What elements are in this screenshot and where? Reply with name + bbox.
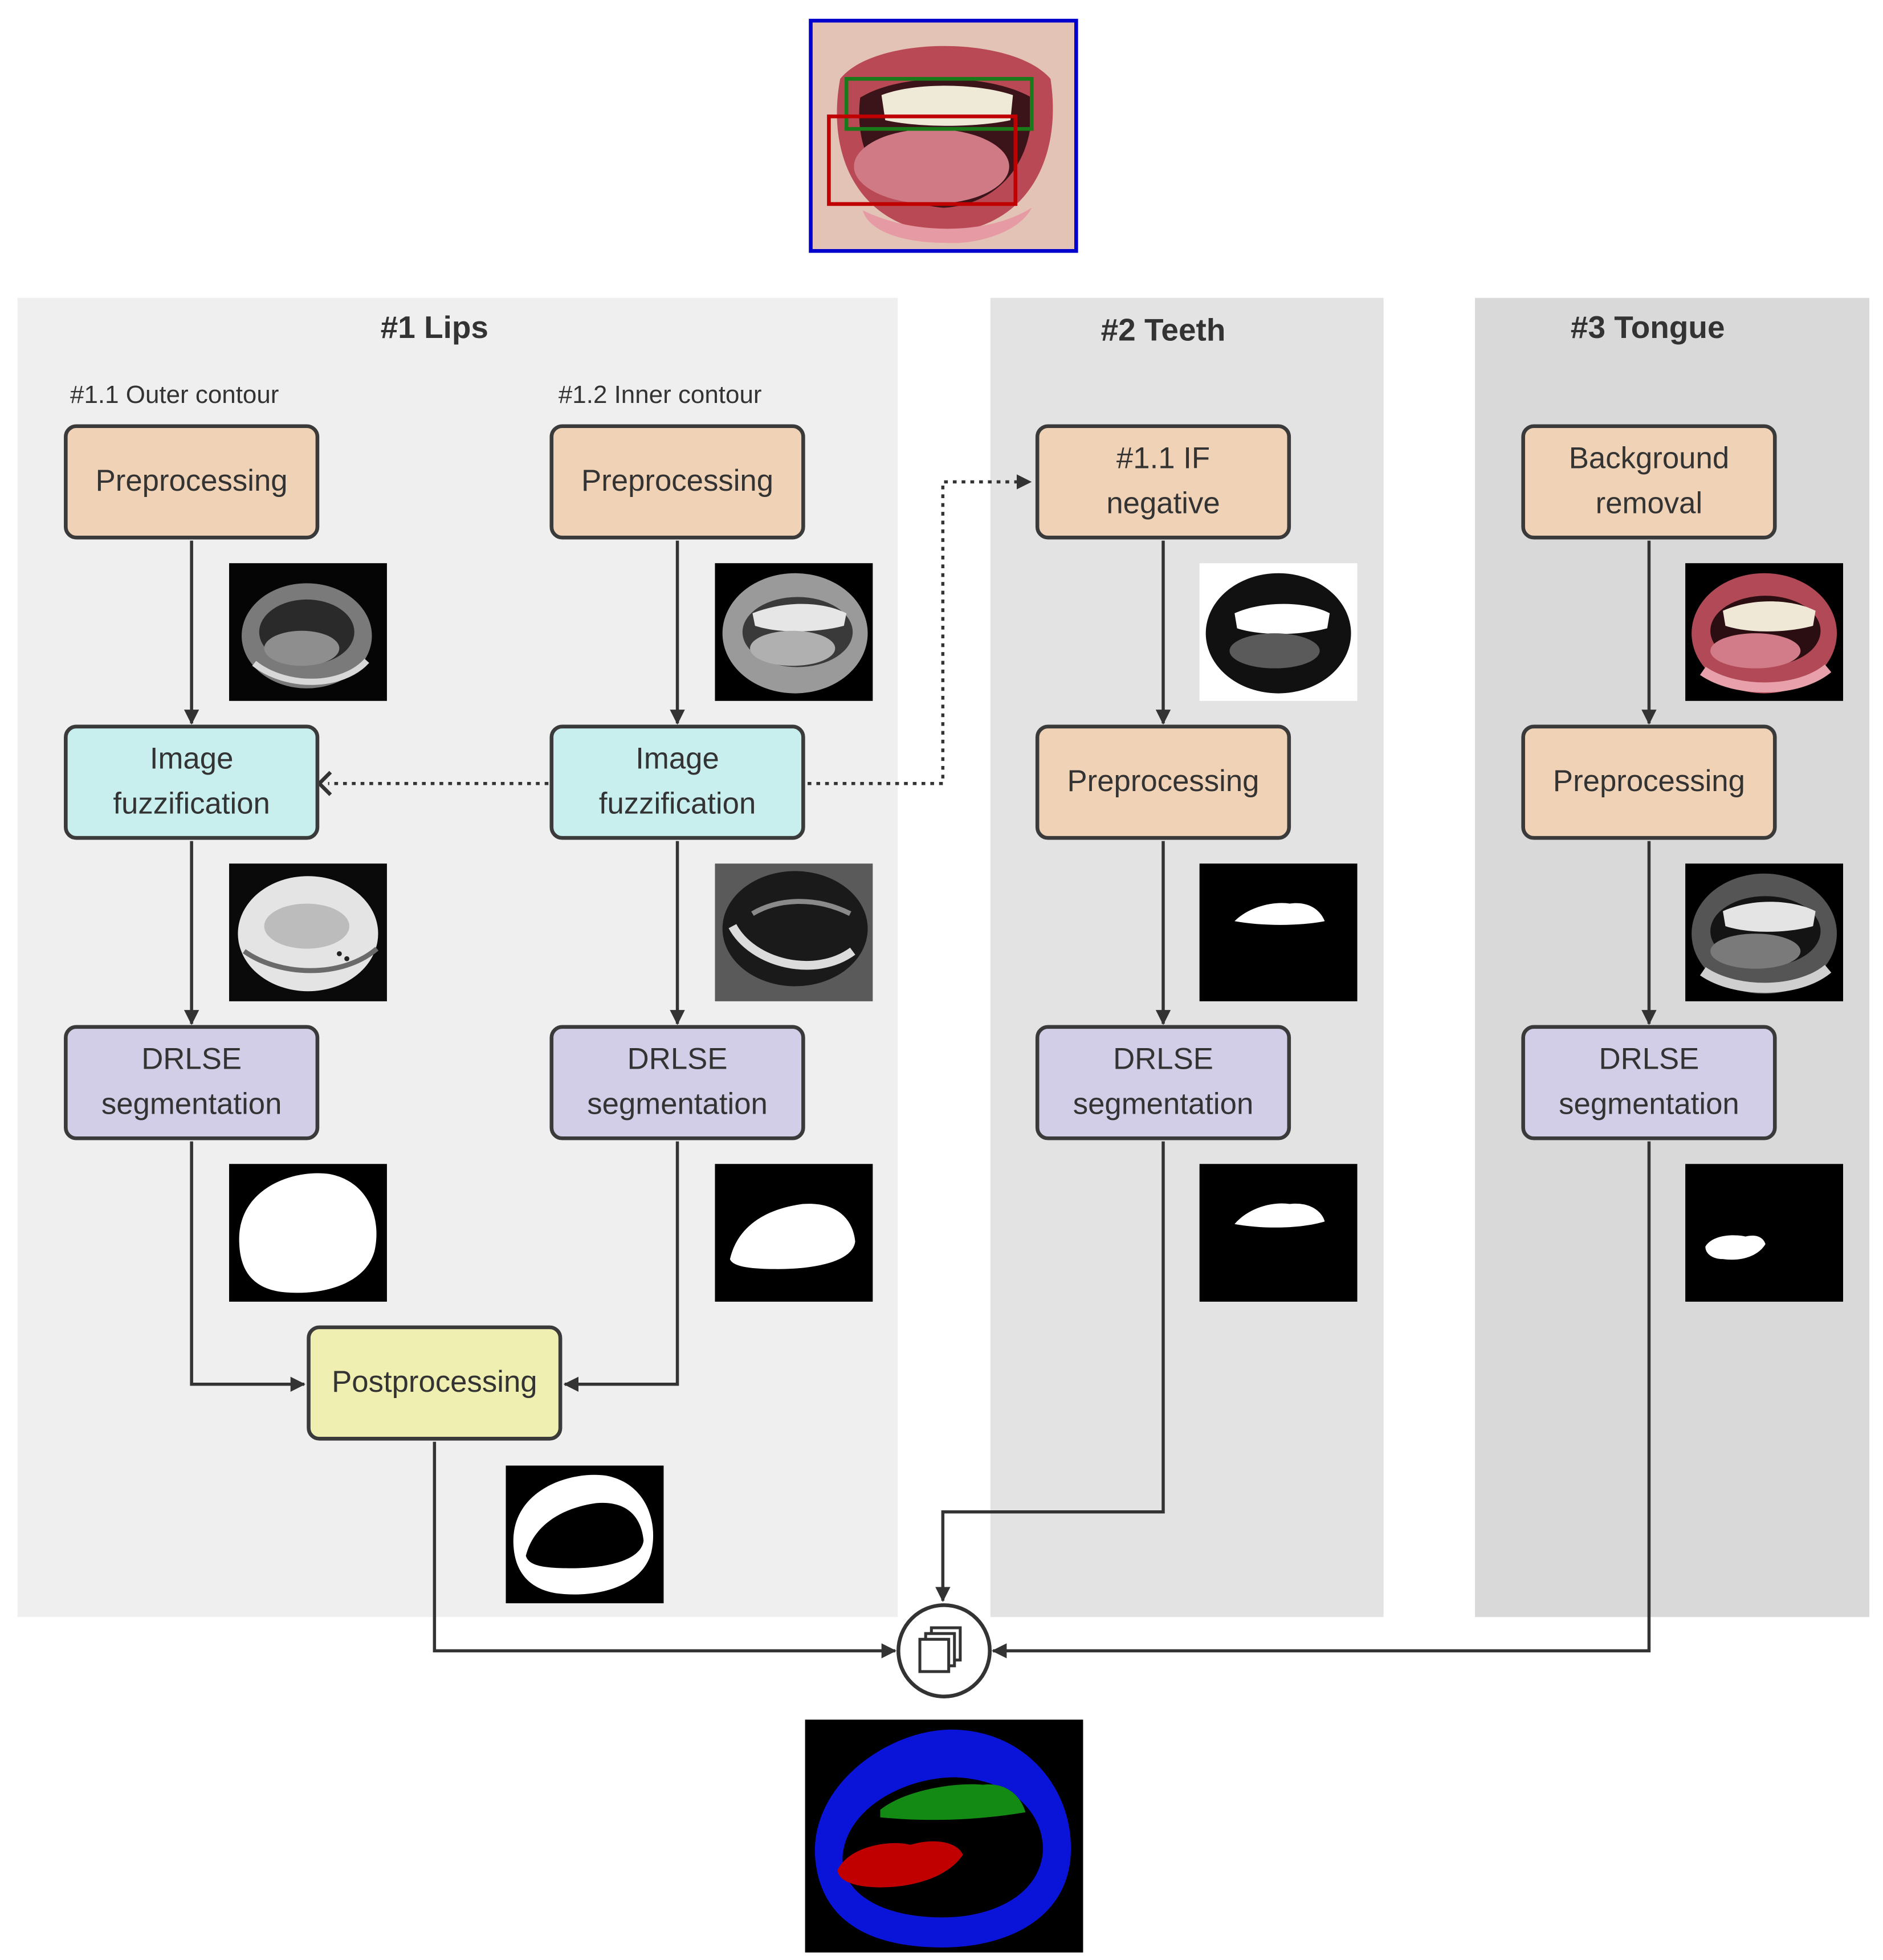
layers-stack-icon bbox=[918, 1626, 962, 1673]
inner-preprocessed-thumbnail bbox=[715, 563, 873, 701]
tongue-roi-box bbox=[827, 114, 1018, 206]
final-segmentation-result bbox=[805, 1719, 1083, 1953]
teeth-preprocessing-box: Preprocessing bbox=[1035, 724, 1291, 840]
postprocessing-box: Postprocessing bbox=[307, 1325, 563, 1441]
tongue-segmentation-mask-thumbnail bbox=[1685, 1164, 1843, 1302]
outer-contour-label: #1.1 Outer contour bbox=[70, 381, 279, 410]
teeth-preprocessed-thumbnail bbox=[1199, 863, 1358, 1001]
tongue-title: #3 Tongue bbox=[1570, 310, 1725, 346]
inner-preprocessing-box: Preprocessing bbox=[549, 424, 805, 540]
background-removed-thumbnail bbox=[1685, 563, 1843, 701]
inner-fuzzified-thumbnail bbox=[715, 863, 873, 1001]
inner-contour-label: #1.2 Inner contour bbox=[558, 381, 762, 410]
outer-fuzzified-thumbnail bbox=[229, 863, 387, 1001]
outer-segmentation-mask-thumbnail bbox=[229, 1164, 387, 1302]
tongue-preprocessing-box: Preprocessing bbox=[1521, 724, 1777, 840]
input-mouth-image bbox=[809, 18, 1078, 253]
teeth-segmentation-mask-thumbnail bbox=[1199, 1164, 1358, 1302]
tongue-preprocessed-thumbnail bbox=[1685, 863, 1843, 1001]
teeth-roi-box bbox=[844, 77, 1034, 131]
inner-segmentation-mask-thumbnail bbox=[715, 1164, 873, 1302]
if-negative-thumbnail bbox=[1199, 563, 1358, 701]
outer-preprocessing-box: Preprocessing bbox=[64, 424, 320, 540]
outer-preprocessed-thumbnail bbox=[229, 563, 387, 701]
teeth-title: #2 Teeth bbox=[1101, 313, 1226, 348]
lips-title: #1 Lips bbox=[380, 310, 489, 346]
merge-node bbox=[896, 1603, 992, 1698]
lips-result-thumbnail bbox=[506, 1465, 664, 1604]
